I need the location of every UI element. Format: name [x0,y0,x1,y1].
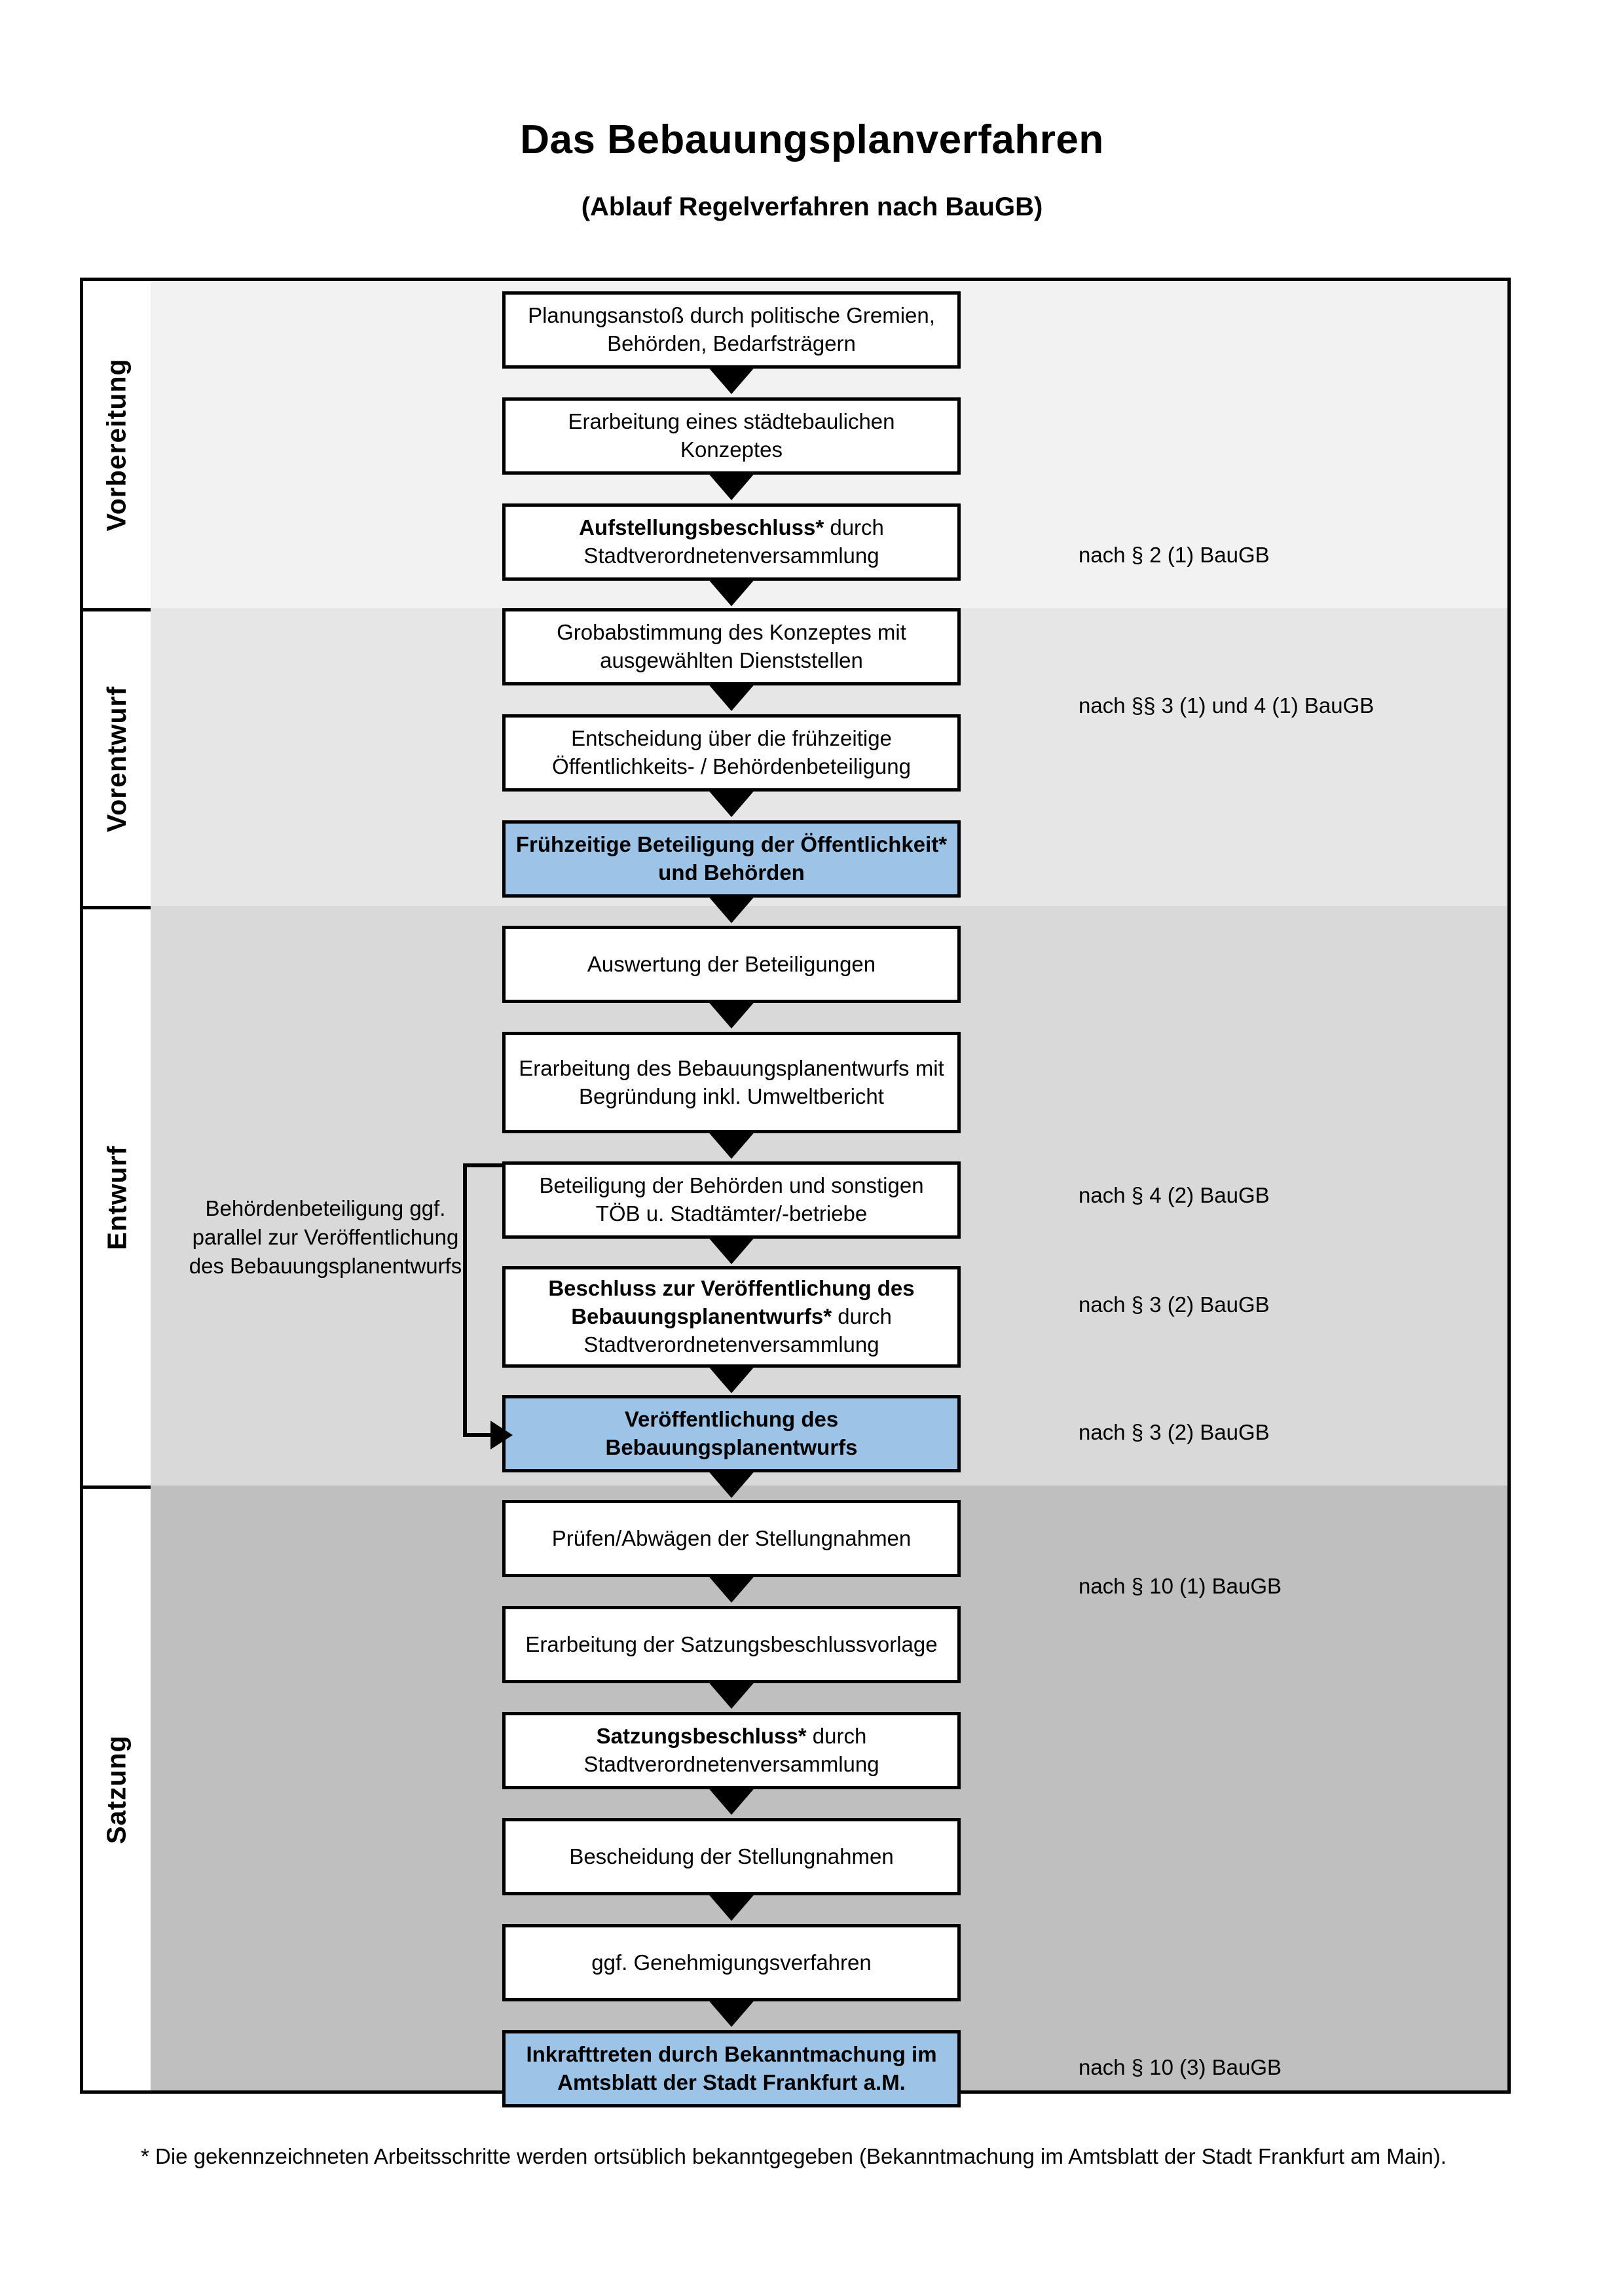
arrow-down-icon [707,788,756,817]
flow-step-entscheidung-fruehzeitig-label: Entscheidung über die frühzeitige Öffent… [552,726,911,778]
phase-cell-entwurf: Entwurf [83,906,151,1485]
flow-step-pruefen-abwaegen-label: Prüfen/Abwägen der Stellungnahmen [551,1525,912,1550]
flow-step-aufstellungsbeschluss-emphasis: Aufstellungsbeschluss* [579,515,824,540]
legal-reference-ref-par3-2-b: nach § 3 (2) BauGB [1079,1420,1270,1444]
footnote: * Die gekennzeichneten Arbeitsschritte w… [141,2144,1447,2168]
flow-step-satzungsbeschlussvorlage: Erarbeitung der Satzungsbeschlussvorlage [502,1606,961,1683]
title-block: Das Bebauungsplanverfahren (Ablauf Regel… [0,117,1624,222]
flow-step-bescheidung: Bescheidung der Stellungnahmen [502,1818,961,1895]
flow-step-satzungsbeschluss-emphasis: Satzungsbeschluss* [596,1724,807,1749]
page-title: Das Bebauungsplanverfahren [520,117,1104,162]
arrow-down-icon [707,1469,756,1498]
arrow-down-icon [707,682,756,711]
flow-step-beteiligung-behoerden-label: Beteiligung der Behörden und sonstigen T… [539,1173,924,1226]
flow-diagram: Planungsanstoß durch politische Gremien,… [83,281,1507,2107]
flow-step-satzungsbeschluss-label: Satzungsbeschluss* durch Stadtverordnete… [583,1724,879,1776]
flow-step-erarbeitung-entwurf: Erarbeitung des Bebauungsplanentwurfs mi… [502,1032,961,1133]
page-subtitle: (Ablauf Regelverfahren nach BauGB) [581,192,1043,222]
flow-step-fruehzeitige-beteiligung-label: Frühzeitige Beteiligung der Öffentlichke… [515,832,948,884]
flow-step-inkrafttreten: Inkrafttreten durch Bekanntmachung im Am… [502,2030,961,2107]
arrow-down-icon [707,1364,756,1393]
arrow-down-icon [707,1680,756,1709]
flow-step-genehmigungsverfahren: ggf. Genehmigungsverfahren [502,1924,961,2001]
phase-cell-satzung: Satzung [83,1485,151,2090]
flow-step-pruefen-abwaegen: Prüfen/Abwägen der Stellungnahmen [502,1500,961,1577]
flow-step-staedtebaul-konzept: Erarbeitung eines städtebaulichen Konzep… [502,397,961,475]
flow-step-inkrafttreten-emphasis: Inkrafttreten [526,2042,652,2067]
arrow-down-icon [707,1574,756,1603]
flow-step-aufstellungsbeschluss: Aufstellungsbeschluss* durch Stadtverord… [502,503,961,581]
flow-step-satzungsbeschluss: Satzungsbeschluss* durch Stadtverordnete… [502,1712,961,1789]
flow-step-entscheidung-fruehzeitig: Entscheidung über die frühzeitige Öffent… [502,714,961,792]
flow-step-grobabstimmung: Grobabstimmung des Konzeptes mit ausgewä… [502,608,961,685]
flow-step-veroeffentlichung: Veröffentlichung des Bebauungsplanentwur… [502,1395,961,1472]
legal-reference-ref-par3-2-a: nach § 3 (2) BauGB [1079,1292,1270,1317]
side-note-behoerdenbeteiligung: Behördenbeteiligung ggf. parallel zur Ve… [189,1196,462,1279]
arrow-down-icon [707,1892,756,1921]
legal-reference-ref-par2-1: nach § 2 (1) BauGB [1079,543,1270,567]
phase-cell-vorentwurf: Vorentwurf [83,608,151,906]
arrow-right-icon [490,1421,513,1449]
arrow-down-icon [707,1000,756,1029]
arrow-down-icon [707,577,756,606]
flow-step-bescheidung-label: Bescheidung der Stellungnahmen [569,1844,894,1868]
flow-step-veroeffentlichung-label: Veröffentlichung des Bebauungsplanentwur… [605,1407,858,1459]
legal-reference-ref-par3-1-4-1: nach §§ 3 (1) und 4 (1) BauGB [1079,693,1375,718]
arrow-down-icon [707,894,756,923]
flow-step-grobabstimmung-label: Grobabstimmung des Konzeptes mit ausgewä… [557,620,906,672]
flow-step-aufstellungsbeschluss-label: Aufstellungsbeschluss* durch Stadtverord… [579,515,884,568]
flow-step-beteiligung-behoerden: Beteiligung der Behörden und sonstigen T… [502,1161,961,1239]
arrow-down-icon [707,1130,756,1159]
arrow-down-icon [707,1786,756,1815]
phase-cell-vorbereitung: Vorbereitung [83,281,151,608]
arrow-down-icon [707,471,756,500]
flow-step-beschluss-veroeffentlichung-label: Beschluss zur Veröffentlichung des Bebau… [548,1276,915,1357]
flow-step-auswertung: Auswertung der Beteiligungen [502,926,961,1003]
flow-step-planungsanstoss: Planungsanstoß durch politische Gremien,… [502,291,961,369]
legal-reference-ref-par4-2: nach § 4 (2) BauGB [1079,1183,1270,1207]
arrow-down-icon [707,1235,756,1264]
arrow-down-icon [707,365,756,394]
flow-step-auswertung-label: Auswertung der Beteiligungen [587,951,876,976]
flow-step-genehmigungsverfahren-label: ggf. Genehmigungsverfahren [591,1950,872,1975]
flow-step-planungsanstoss-label: Planungsanstoß durch politische Gremien,… [528,303,935,355]
flow-step-fruehzeitige-beteiligung: Frühzeitige Beteiligung der Öffentlichke… [502,820,961,898]
legal-reference-ref-par10-3: nach § 10 (3) BauGB [1079,2055,1282,2079]
arrow-down-icon [707,1998,756,2027]
bracket-bottom-segment [463,1433,490,1437]
flow-step-beschluss-veroeffentlichung-emphasis: Beschluss zur Veröffentlichung des Bebau… [548,1276,915,1329]
flow-step-beschluss-veroeffentlichung: Beschluss zur Veröffentlichung des Bebau… [502,1266,961,1368]
flow-step-erarbeitung-entwurf-label: Erarbeitung des Bebauungsplanentwurfs mi… [519,1055,944,1108]
flow-step-satzungsbeschlussvorlage-label: Erarbeitung der Satzungsbeschlussvorlage [525,1631,938,1656]
bracket-top-segment [463,1163,502,1167]
legal-reference-ref-par10-1: nach § 10 (1) BauGB [1079,1574,1282,1598]
flow-step-inkrafttreten-label: Inkrafttreten durch Bekanntmachung im Am… [526,2042,937,2094]
bracket-vertical-segment [463,1163,467,1433]
flow-step-staedtebaul-konzept-label: Erarbeitung eines städtebaulichen Konzep… [568,409,895,462]
